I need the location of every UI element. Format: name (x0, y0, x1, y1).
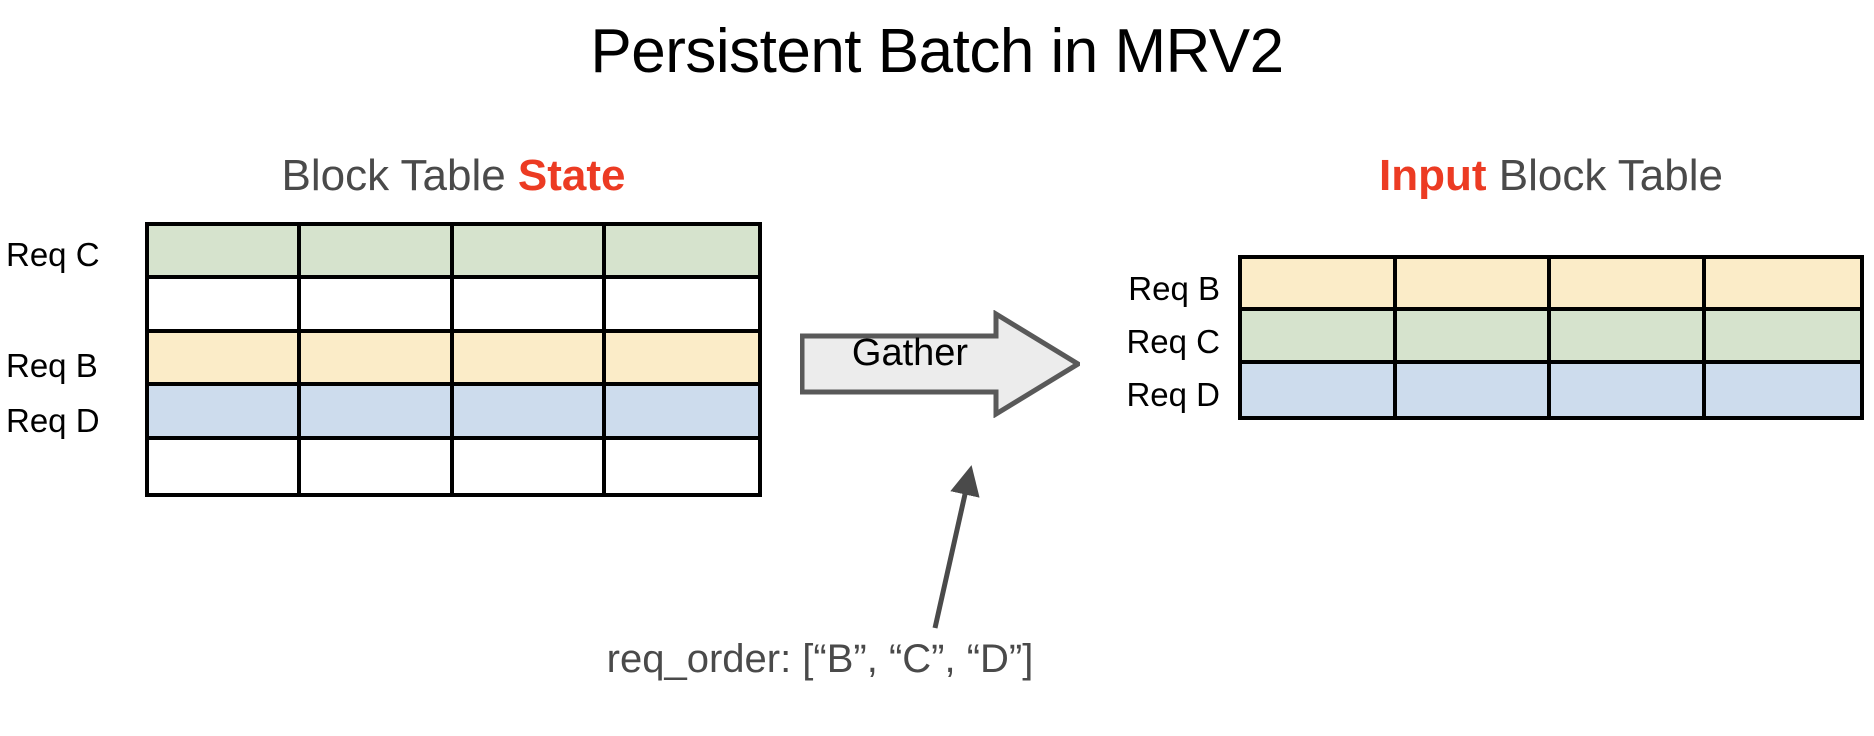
table-cell[interactable] (1551, 311, 1706, 360)
table-cell[interactable] (301, 279, 454, 329)
right-heading-accent: Input (1379, 151, 1487, 200)
table-cell[interactable] (454, 439, 606, 493)
block-table-state (145, 222, 762, 497)
left-row-label-req-c: Req C (6, 236, 100, 273)
table-row (1242, 363, 1861, 416)
table-row (149, 226, 758, 280)
input-block-table (1238, 255, 1864, 420)
right-row-label-req-c: Req C (1126, 323, 1220, 360)
table-cell[interactable] (149, 386, 302, 436)
table-cell[interactable] (454, 226, 606, 276)
table-cell[interactable] (1397, 311, 1551, 360)
table-cell[interactable] (149, 226, 302, 276)
table-cell[interactable] (1242, 363, 1397, 416)
table-cell[interactable] (1551, 363, 1706, 416)
left-row-label-req-d: Req D (6, 402, 100, 439)
right-row-label-req-b: Req B (1128, 270, 1220, 307)
right-row-label-req-d: Req D (1126, 376, 1220, 413)
table-cell[interactable] (454, 386, 606, 436)
gather-arrow-polygon (800, 310, 1080, 418)
table-row (149, 279, 758, 333)
table-cell[interactable] (1706, 311, 1861, 359)
req-order-pointer-arrow (932, 465, 980, 629)
table-cell[interactable] (606, 440, 758, 493)
table-cell[interactable] (606, 333, 758, 382)
gather-arrow-shape (800, 310, 1080, 418)
table-cell[interactable] (149, 439, 302, 493)
table-row (149, 439, 758, 493)
table-cell[interactable] (1706, 259, 1861, 307)
table-cell[interactable] (454, 332, 606, 383)
page-title: Persistent Batch in MRV2 (590, 17, 1284, 86)
table-cell[interactable] (1397, 363, 1551, 416)
table-row (149, 332, 758, 387)
table-cell[interactable] (1242, 259, 1397, 308)
table-cell[interactable] (606, 279, 758, 328)
table-cell[interactable] (301, 439, 454, 493)
table-cell[interactable] (301, 226, 454, 276)
table-cell[interactable] (301, 386, 454, 436)
table-cell[interactable] (606, 386, 758, 435)
table-cell[interactable] (606, 226, 758, 275)
table-cell[interactable] (149, 332, 302, 383)
table-cell[interactable] (149, 279, 302, 329)
right-table-heading: Input Block Table (1238, 150, 1864, 202)
left-row-label-req-b: Req B (6, 347, 98, 384)
table-cell[interactable] (454, 279, 606, 329)
req-order-caption: req_order: [“B”, “C”, “D”] (606, 637, 1034, 681)
table-row (1242, 311, 1861, 364)
table-cell[interactable] (1397, 259, 1551, 308)
table-cell[interactable] (1551, 259, 1706, 308)
gather-label: Gather (851, 332, 969, 374)
table-cell[interactable] (301, 332, 454, 383)
left-table-heading: Block Table State (145, 150, 762, 202)
table-row (1242, 259, 1861, 312)
right-heading-suffix: Block Table (1486, 151, 1723, 200)
table-cell[interactable] (1706, 364, 1861, 416)
left-heading-accent: State (517, 151, 626, 200)
left-heading-prefix: Block Table (281, 151, 518, 200)
table-cell[interactable] (1242, 311, 1397, 360)
table-row (149, 386, 758, 440)
pointer-arrow-line (932, 465, 980, 629)
